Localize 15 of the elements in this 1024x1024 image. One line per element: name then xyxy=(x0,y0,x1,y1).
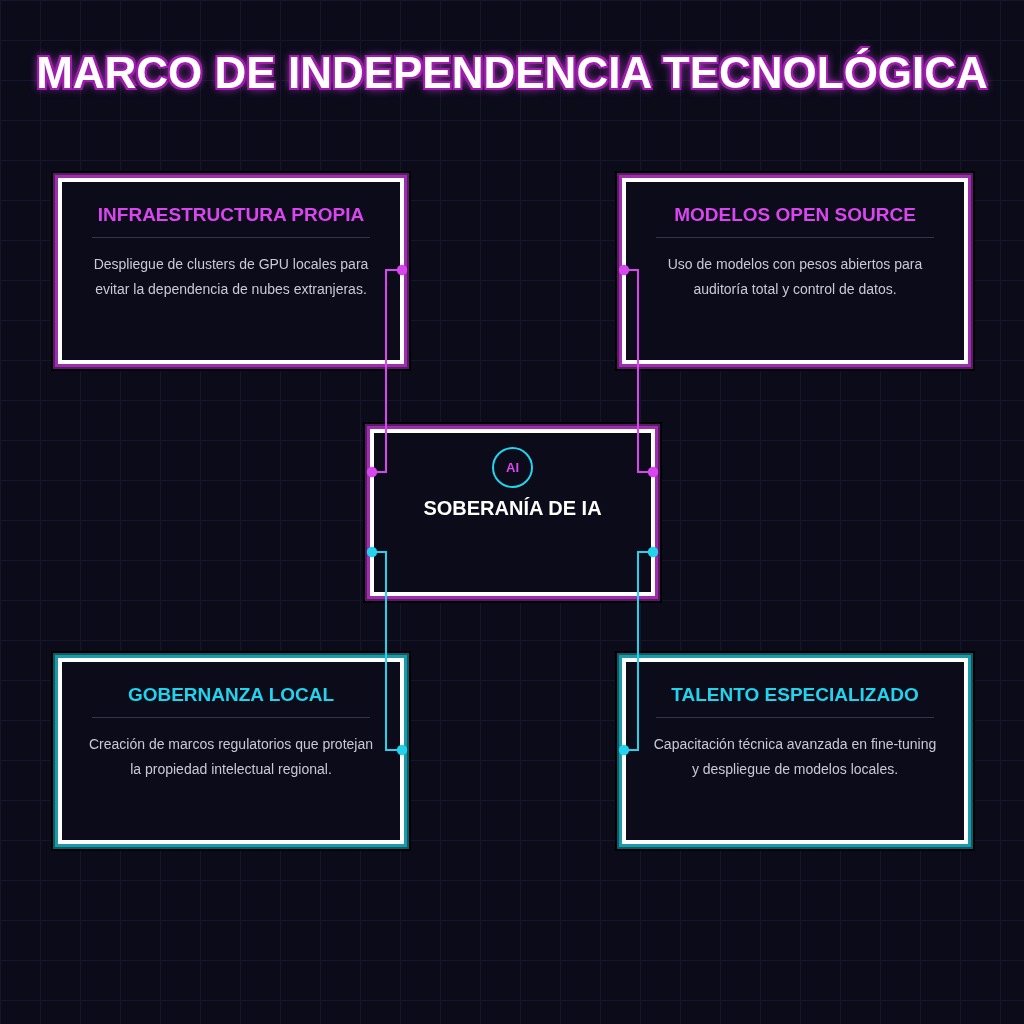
card-description: Creación de marcos regulatorios que protejan la propiedad intelectual regional. xyxy=(88,734,374,779)
ai-circle: AI xyxy=(492,447,533,488)
card-heading: INFRAESTRUCTURA PROPIA xyxy=(96,204,366,227)
connector xyxy=(366,264,408,478)
card-heading: TALENTO ESPECIALIZADO xyxy=(670,684,920,707)
card-heading: SOBERANÍA DE IA xyxy=(422,495,603,521)
connector xyxy=(366,546,408,756)
card-description: Uso de modelos con pesos abiertos para auditoría total y control de datos. xyxy=(666,254,924,299)
connector xyxy=(618,264,659,478)
card-heading: GOBERNANZA LOCAL xyxy=(126,684,336,707)
card-heading: MODELOS OPEN SOURCE xyxy=(673,204,917,227)
page-title: MARCO DE INDEPENDENCIA TECNOLÓGICA xyxy=(35,48,989,98)
card-description: Despliegue de clusters de GPU locales para evitar la dependencia de nubes extranjeras. xyxy=(92,254,370,299)
card-description: Capacitación técnica avanzada en fine-tuning y despliegue de modelos locales. xyxy=(652,734,938,779)
connector xyxy=(618,546,659,756)
